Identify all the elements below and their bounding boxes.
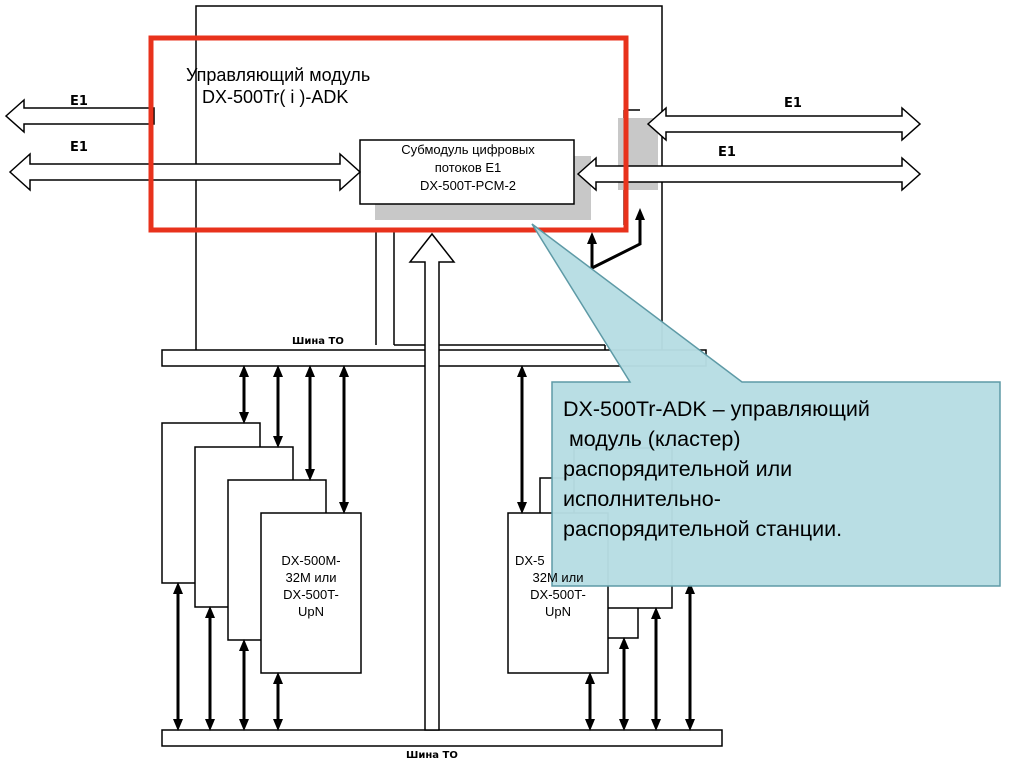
top-bus-label: Шина ТО (292, 336, 344, 347)
left-card-line1: DX-500M- (281, 553, 341, 568)
left-card-line2: 32M или (285, 570, 337, 585)
e1-right-bottom-arrow (576, 156, 922, 192)
right-card-line4: UpN (544, 604, 571, 619)
right-card-label: DX-5 32M или DX-500T- UpN (509, 552, 607, 620)
e1-left-bottom-arrow (8, 152, 362, 192)
control-module-highlight (148, 35, 629, 233)
left-card-line3: DX-500T- (283, 587, 339, 602)
bottom-bus (161, 729, 723, 747)
right-card-line1: DX-5 (515, 553, 545, 568)
callout-text: DX-500Tr-ADK – управляющий модуль (класт… (563, 394, 993, 544)
left-bottom-arrows (173, 582, 283, 731)
submodule-label-line2: потоков Е1 (434, 160, 502, 175)
left-card-line4: UpN (297, 604, 324, 619)
e1-label-left-bottom: E1 (70, 140, 88, 155)
e1-left-top-arrow (4, 98, 155, 134)
right-card-line3: DX-500T- (530, 587, 586, 602)
submodule-label-line1: Субмодуль цифровых (401, 142, 535, 157)
left-card-stack (161, 422, 362, 674)
bottom-bus-uplink-arrow (408, 232, 456, 731)
callout-line3: распорядительной или (563, 457, 793, 481)
callout-balloon (531, 223, 1001, 587)
submodule-box (359, 139, 575, 205)
callout-line1: DX-500Tr-ADK – управляющий (563, 397, 870, 421)
e1-right-top-arrow (646, 106, 922, 142)
bottom-bus-label: Шина ТО (406, 750, 458, 761)
e1-label-left-top: E1 (70, 94, 88, 109)
control-module-title: Управляющий модуль DX-500Tr( i )-ADK (186, 64, 370, 108)
e1-label-right-bottom: E1 (718, 145, 736, 160)
left-card-label: DX-500M- 32M или DX-500T- UpN (262, 552, 360, 620)
submodule-label-line3: DX-500T-PCM-2 (419, 178, 517, 193)
e1-label-right-top: E1 (784, 96, 802, 111)
right-bottom-arrows (585, 582, 695, 731)
feeder-lines (375, 232, 606, 356)
submodule-label: Субмодуль цифровых потоков Е1 DX-500T-PC… (362, 141, 574, 195)
control-module-title-line2: DX-500Tr( i )-ADK (202, 87, 349, 107)
module-right-arrows (587, 208, 645, 270)
callout-line4: исполнительно- (563, 487, 721, 511)
right-card-line2: 32M или (532, 570, 584, 585)
control-module-title-line1: Управляющий модуль (186, 65, 371, 85)
callout-line2: модуль (кластер) (563, 427, 741, 451)
left-top-arrows (239, 365, 349, 514)
callout-line5: распорядительной станции. (563, 517, 843, 541)
